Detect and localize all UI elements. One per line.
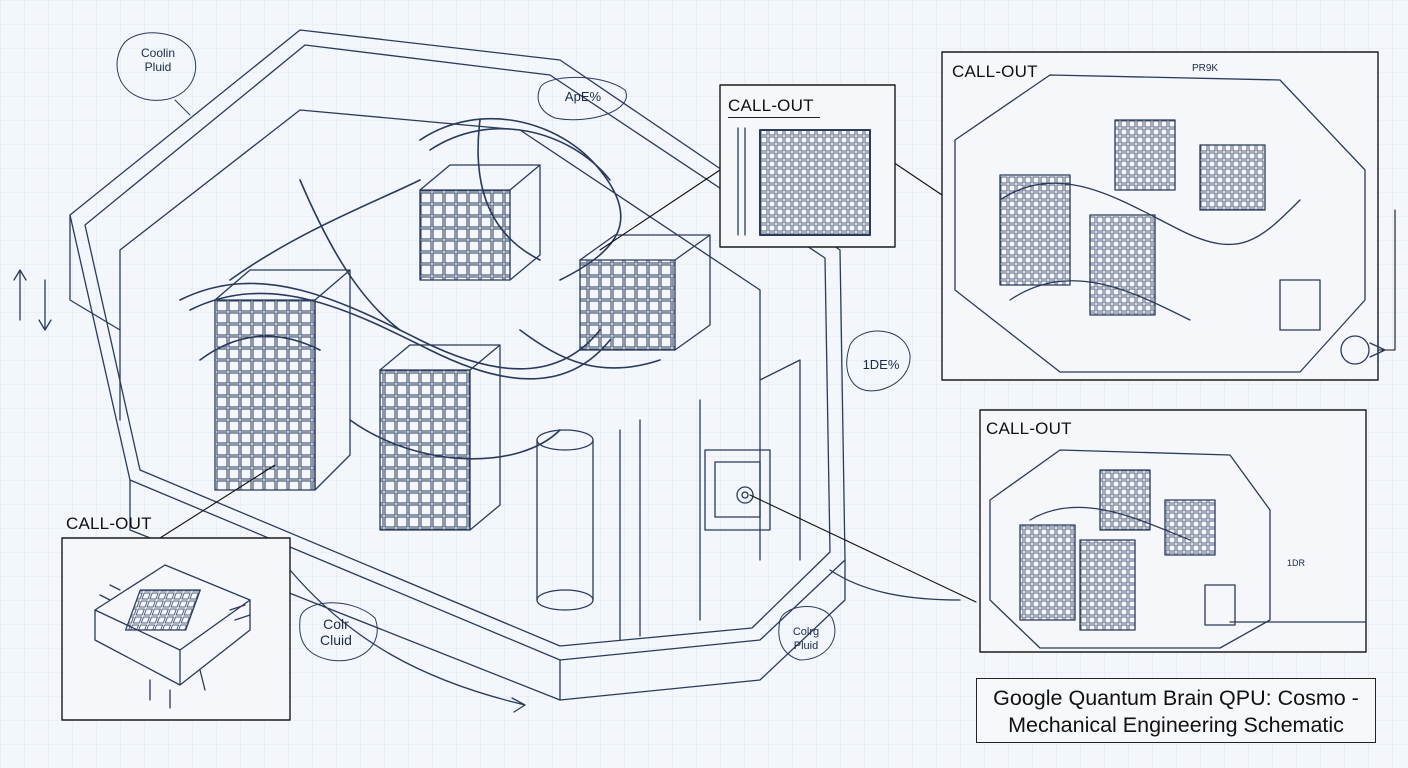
- callout-label-center: CALL-OUT: [728, 96, 814, 115]
- bubble-colr-cluid: Colr Cluid: [320, 616, 352, 648]
- schematic-title-line1: Google Quantum Brain QPU: Cosmo -: [993, 686, 1359, 710]
- bubble-ape-percent: ApE%: [564, 89, 602, 104]
- qubit-block-cluster-center: [379, 344, 501, 531]
- schematic-title-box: Google Quantum Brain QPU: Cosmo - Mechan…: [976, 678, 1376, 743]
- qubit-block-cluster-top: [419, 164, 541, 281]
- callout-label-underline: [728, 117, 820, 118]
- port-panel: [704, 449, 771, 531]
- callout-enclosure-small: [989, 449, 1367, 649]
- coolant-cylinder: [536, 429, 594, 611]
- schematic-title-line2: Mechanical Engineering Schematic: [1008, 713, 1344, 737]
- qubit-block-cluster-left: [214, 269, 351, 491]
- bubble-coolant-fluid: Coolin Pluid: [140, 46, 176, 74]
- callout-enclosure-large: [954, 74, 1386, 373]
- callout-label-top-right: CALL-OUT: [952, 62, 1038, 81]
- flow-arrows: [13, 269, 961, 713]
- bubble-ide-percent: 1DE%: [862, 357, 900, 372]
- callout-label-bottom-left: CALL-OUT: [66, 514, 152, 533]
- label-bubbles: [116, 32, 911, 662]
- coolant-pipes: [179, 118, 661, 460]
- callout-chip-assembly: [94, 564, 251, 709]
- callout-tag-1dr: 1DR: [1286, 558, 1305, 568]
- qubit-block-cluster-right: [579, 234, 711, 351]
- callout-chip-grid: [737, 127, 871, 236]
- callout-label-mid-right: CALL-OUT: [986, 419, 1072, 438]
- bubble-colrg-pluid: Colrg Pluid: [792, 626, 820, 652]
- callout-tag-pr9k: PR9K: [1191, 63, 1219, 74]
